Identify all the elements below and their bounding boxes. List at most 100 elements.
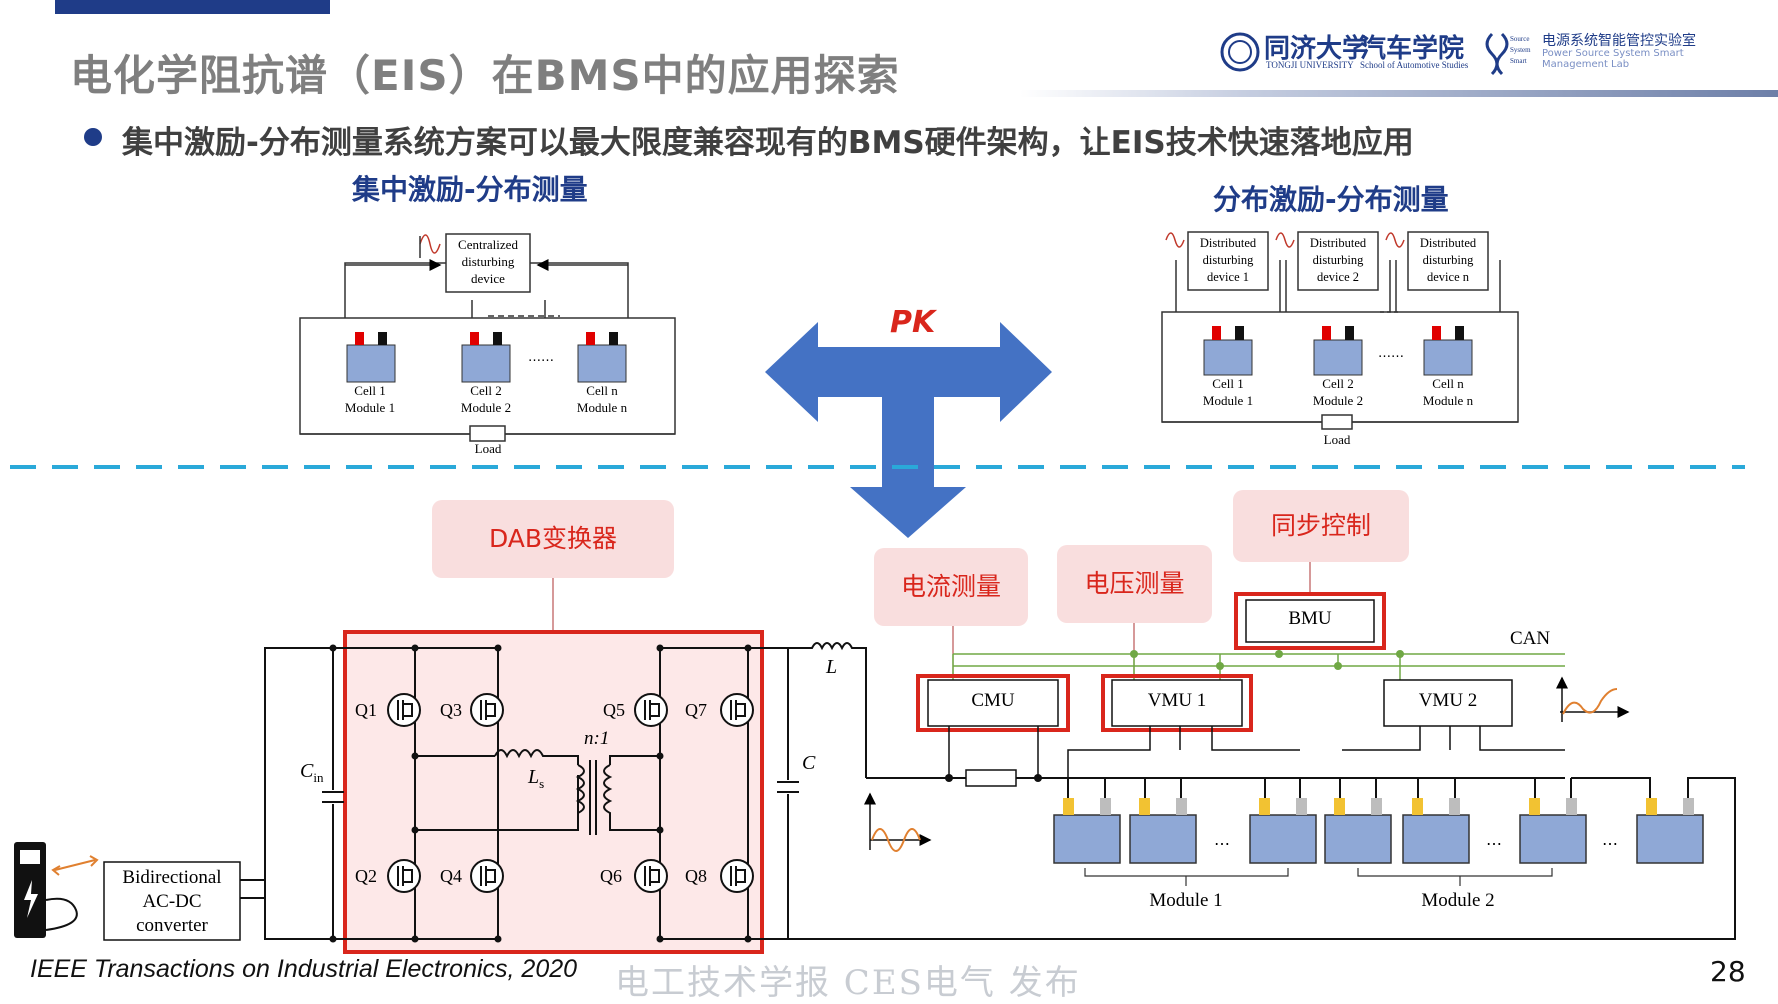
ls-sub: s xyxy=(539,776,545,791)
top-accent-bar xyxy=(55,0,330,14)
switch-q6-label: Q6 xyxy=(600,866,622,886)
cin-label: Cin xyxy=(300,760,323,786)
device-line1: Distributed xyxy=(1199,236,1257,250)
cin-main: C xyxy=(300,760,314,782)
inductor-l-label: L xyxy=(826,656,838,678)
mosfet-switches xyxy=(387,693,754,893)
cell-label: Cell 1 xyxy=(354,383,386,398)
cell-label: Cell 1 xyxy=(1212,376,1244,391)
tongji-seal-icon xyxy=(1220,32,1509,76)
distributed-device-1: Distributed disturbing device 1 xyxy=(1188,235,1268,286)
converter-line1: Bidirectional xyxy=(122,867,222,888)
lab-name-cn: 电源系统智能管控实验室 xyxy=(1542,33,1696,49)
centralized-device-label: Centralized disturbing device xyxy=(446,236,530,287)
centralized-load-label: Load xyxy=(474,441,502,456)
bmu-highlight xyxy=(1234,592,1386,650)
battery-pack xyxy=(1053,777,1735,886)
switch-q5-label: Q5 xyxy=(603,700,625,720)
bullet-dot xyxy=(84,128,102,146)
page-number: 28 xyxy=(1710,955,1746,988)
centralized-device-line2: disturbing xyxy=(461,254,515,269)
cell-label: Cell 2 xyxy=(470,383,502,398)
header-underline xyxy=(1020,90,1778,97)
distributed-device-n: Distributed disturbing device n xyxy=(1408,235,1488,286)
device-line2: disturbing xyxy=(1312,253,1364,267)
distributed-cell-n: Cell n Module n xyxy=(1408,375,1488,409)
cells-ellipsis-2: … xyxy=(1486,830,1502,849)
distributed-diagram xyxy=(1161,231,1519,430)
cmu-highlight xyxy=(916,674,1070,732)
response-waveform-icon xyxy=(1556,676,1630,722)
converter-line3: converter xyxy=(136,915,208,936)
ev-charger-icon xyxy=(14,842,99,938)
switch-q1-label: Q1 xyxy=(355,700,377,720)
acdc-converter-label: Bidirectional AC-DC converter xyxy=(104,866,240,938)
distributed-cells xyxy=(1203,326,1473,376)
turns-ratio-label: n:1 xyxy=(584,728,610,749)
bmu-label: BMU xyxy=(1288,608,1332,629)
switch-q2-label: Q2 xyxy=(355,866,377,886)
distributed-load-label: Load xyxy=(1323,432,1351,447)
centralized-cell-1: Cell 1 Module 1 xyxy=(330,382,410,416)
centralized-diagram xyxy=(299,233,676,442)
distributed-cell-2: Cell 2 Module 2 xyxy=(1298,375,1378,409)
vmu1-label: VMU 1 xyxy=(1147,690,1207,711)
centralized-title: 集中激励-分布测量 xyxy=(352,173,588,206)
load-box xyxy=(469,425,506,442)
device-line3: device 1 xyxy=(1207,270,1249,284)
tag-sync-control: 同步控制 xyxy=(1233,490,1409,562)
distributed-title: 分布激励-分布测量 xyxy=(1213,183,1449,216)
centralized-device-line1: Centralized xyxy=(458,237,518,252)
cells-ellipsis-1: … xyxy=(1214,830,1230,849)
device-line2: disturbing xyxy=(1202,253,1254,267)
module-label: Module 2 xyxy=(460,400,512,415)
dab-highlight-box xyxy=(343,630,764,954)
distributed-device-2: Distributed disturbing device 2 xyxy=(1298,235,1378,286)
device-line1: Distributed xyxy=(1419,236,1477,250)
module2-label: Module 2 xyxy=(1421,890,1495,911)
lab-name-en-1: Power Source System Smart xyxy=(1542,48,1684,59)
device-line3: device 2 xyxy=(1317,270,1359,284)
switch-q4-label: Q4 xyxy=(440,866,462,886)
centralized-cell-2: Cell 2 Module 2 xyxy=(446,382,526,416)
switch-q3-label: Q3 xyxy=(440,700,462,720)
citation: IEEE Transactions on Industrial Electron… xyxy=(30,955,578,983)
vmu1-box xyxy=(1111,679,1243,727)
vmu2-box xyxy=(1383,679,1513,727)
centralized-device-line3: device xyxy=(471,271,505,286)
bullet-text: 集中激励-分布测量系统方案可以最大限度兼容现有的BMS硬件架构，让EIS技术快速… xyxy=(122,125,1414,161)
cell-label: Cell 2 xyxy=(1322,376,1354,391)
device-line1: Distributed xyxy=(1309,236,1367,250)
lab-name-en-2: Management Lab xyxy=(1542,59,1630,70)
can-label: CAN xyxy=(1510,628,1551,649)
module1-label: Module 1 xyxy=(1149,890,1223,911)
cmu-label: CMU xyxy=(971,690,1015,711)
ls-main: L xyxy=(528,766,540,788)
device-line2: disturbing xyxy=(1422,253,1474,267)
ls-label: Ls xyxy=(528,766,544,792)
centralized-cell-n: Cell n Module n xyxy=(562,382,642,416)
cell-label: Cell n xyxy=(1432,376,1464,391)
acdc-converter-box xyxy=(103,861,241,941)
switch-q7-label: Q7 xyxy=(685,700,707,720)
converter-line2: AC-DC xyxy=(142,891,202,912)
university-name-en: TONGJI UNIVERSITY xyxy=(1266,60,1354,70)
tag-voltage-measurement: 电压测量 xyxy=(1057,545,1212,623)
cell-label: Cell n xyxy=(586,383,618,398)
capacitor-c-label: C xyxy=(802,752,816,774)
institution-logos: 同济大学 TONGJI UNIVERSITY 汽车学院 School of Au… xyxy=(1220,28,1760,80)
cells-ellipsis-3: … xyxy=(1602,830,1618,849)
vmu2-label: VMU 2 xyxy=(1418,690,1478,711)
module-label: Module n xyxy=(576,400,628,415)
module-label: Module n xyxy=(1422,393,1474,408)
distributed-ellipsis: …… xyxy=(1378,346,1404,361)
module-label: Module 1 xyxy=(1202,393,1254,408)
pk-arrow-icon xyxy=(765,322,1052,538)
cmu-box xyxy=(927,679,1059,727)
lab-mark: Source System Smart xyxy=(1510,35,1531,65)
tag-dab-converter: DAB变换器 xyxy=(432,500,674,578)
centralized-ellipsis: …… xyxy=(528,350,554,365)
module-label: Module 2 xyxy=(1312,393,1364,408)
device-line3: device n xyxy=(1427,270,1469,284)
slide-title: 电化学阻抗谱（EIS）在BMS中的应用探索 xyxy=(70,51,900,100)
